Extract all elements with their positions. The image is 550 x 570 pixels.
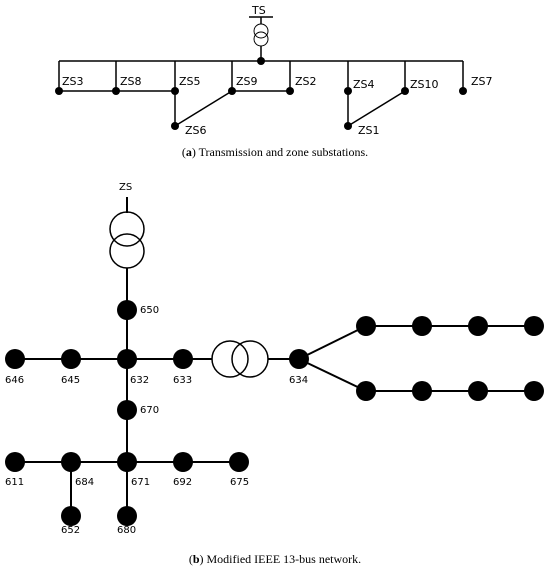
panel-b-nodes bbox=[5, 300, 544, 526]
label-zs5: ZS5 bbox=[179, 75, 201, 88]
caption-b-text: Modified IEEE 13-bus network. bbox=[206, 552, 362, 566]
label-634: 634 bbox=[289, 375, 308, 386]
node-zs1 bbox=[344, 122, 352, 130]
node-zs7 bbox=[459, 87, 467, 95]
label-zs4: ZS4 bbox=[353, 78, 375, 91]
branch-upper bbox=[298, 325, 367, 360]
bus-upper-3 bbox=[468, 316, 488, 336]
node-zs6 bbox=[171, 122, 179, 130]
label-675: 675 bbox=[230, 477, 249, 488]
label-611: 611 bbox=[5, 477, 24, 488]
caption-b: (b) Modified IEEE 13-bus network. bbox=[188, 552, 362, 566]
bus-670 bbox=[117, 400, 137, 420]
panel-a-labels: TS ZS3 ZS8 ZS5 ZS9 ZS2 ZS4 ZS10 ZS7 ZS6 … bbox=[62, 4, 493, 137]
label-zs7: ZS7 bbox=[471, 75, 493, 88]
ts-label: TS bbox=[251, 4, 266, 17]
bus-646 bbox=[5, 349, 25, 369]
node-zs4 bbox=[344, 87, 352, 95]
panel-a bbox=[58, 16, 464, 127]
node-zs8 bbox=[112, 87, 120, 95]
bus-upper-1 bbox=[356, 316, 376, 336]
label-632: 632 bbox=[130, 375, 149, 386]
ts-transformer-icon bbox=[253, 23, 269, 47]
bus-671 bbox=[117, 452, 137, 472]
label-671: 671 bbox=[131, 477, 150, 488]
node-zs10 bbox=[401, 87, 409, 95]
label-zs2: ZS2 bbox=[295, 75, 317, 88]
label-zs1: ZS1 bbox=[358, 124, 380, 137]
label-684: 684 bbox=[75, 477, 94, 488]
bus-lower-3 bbox=[468, 381, 488, 401]
label-zs3: ZS3 bbox=[62, 75, 84, 88]
bus-633 bbox=[173, 349, 193, 369]
label-zs9: ZS9 bbox=[236, 75, 258, 88]
bus-650 bbox=[117, 300, 137, 320]
label-670: 670 bbox=[140, 405, 159, 416]
bus-652 bbox=[61, 506, 81, 526]
link-zs6-zs9 bbox=[174, 90, 233, 127]
bus-692 bbox=[173, 452, 193, 472]
label-652: 652 bbox=[61, 525, 80, 536]
bus-611 bbox=[5, 452, 25, 472]
panel-b bbox=[15, 197, 534, 516]
branch-lower bbox=[298, 358, 367, 392]
bus-upper-4 bbox=[524, 316, 544, 336]
link-zs1-zs10 bbox=[347, 90, 406, 127]
zs-label: ZS bbox=[119, 182, 132, 193]
label-692: 692 bbox=[173, 477, 192, 488]
panel-b-labels: ZS 650 646 645 632 633 634 670 611 684 6… bbox=[5, 182, 308, 536]
label-zs10: ZS10 bbox=[410, 78, 439, 91]
label-633: 633 bbox=[173, 375, 192, 386]
node-zs5 bbox=[171, 87, 179, 95]
zs-transformer-icon bbox=[109, 211, 145, 269]
label-zs8: ZS8 bbox=[120, 75, 142, 88]
panel-a-nodes bbox=[55, 57, 467, 130]
label-646: 646 bbox=[5, 375, 24, 386]
bus-lower-1 bbox=[356, 381, 376, 401]
label-zs6: ZS6 bbox=[185, 124, 207, 137]
node-ts bbox=[257, 57, 265, 65]
label-680: 680 bbox=[117, 525, 136, 536]
caption-a-tag: a bbox=[185, 145, 192, 159]
caption-a: (a) Transmission and zone substations. bbox=[181, 145, 369, 159]
bus-lower-2 bbox=[412, 381, 432, 401]
bus-upper-2 bbox=[412, 316, 432, 336]
label-650: 650 bbox=[140, 305, 159, 316]
bus-632 bbox=[117, 349, 137, 369]
bus-684 bbox=[61, 452, 81, 472]
bus-634 bbox=[289, 349, 309, 369]
bus-645 bbox=[61, 349, 81, 369]
bus-675 bbox=[229, 452, 249, 472]
caption-a-text: Transmission and zone substations. bbox=[198, 145, 369, 159]
node-zs3 bbox=[55, 87, 63, 95]
node-zs9 bbox=[228, 87, 236, 95]
bus-lower-4 bbox=[524, 381, 544, 401]
bus-680 bbox=[117, 506, 137, 526]
inline-transformer-icon bbox=[211, 340, 269, 378]
label-645: 645 bbox=[61, 375, 80, 386]
caption-b-tag: b bbox=[192, 552, 200, 566]
node-zs2 bbox=[286, 87, 294, 95]
